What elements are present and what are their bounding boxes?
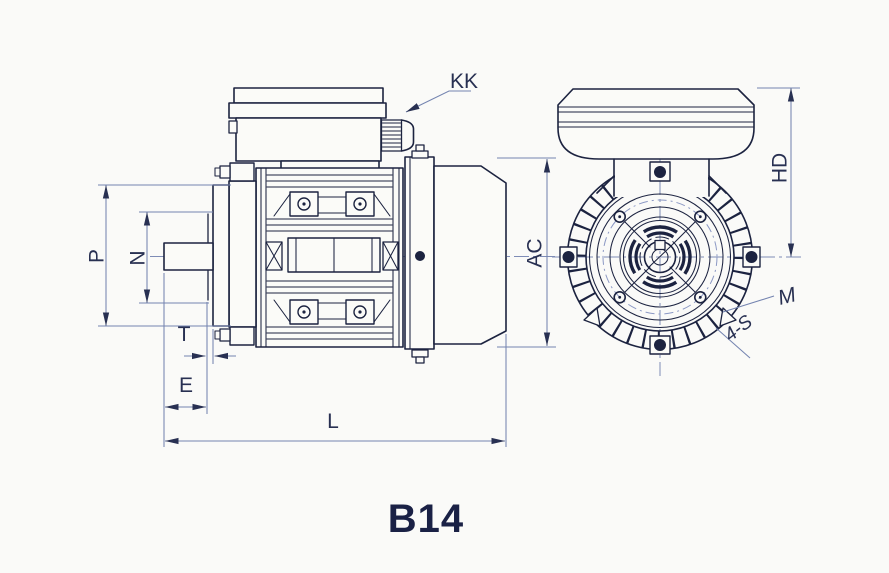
bolt-circle <box>602 199 718 315</box>
label-AC: AC <box>523 238 546 267</box>
s4-leader <box>715 327 751 359</box>
front-view <box>552 88 803 376</box>
b14-flange <box>207 162 257 346</box>
label-T: T <box>178 323 191 346</box>
dimension-T <box>184 302 236 414</box>
drain-gusset-right <box>719 307 737 327</box>
dimension-N <box>139 211 213 304</box>
dimensions <box>98 87 800 447</box>
flange-face <box>583 193 737 327</box>
box-neck <box>596 158 727 197</box>
label-N: N <box>126 250 149 265</box>
label-HD: HD <box>768 153 791 183</box>
side-view <box>150 87 558 364</box>
stator-core <box>287 237 381 273</box>
kk-leader <box>405 90 471 113</box>
dimension-L <box>165 334 507 447</box>
shaft <box>163 242 214 271</box>
keyway <box>654 239 666 251</box>
fan-cover-side <box>404 144 507 364</box>
dimension-E <box>163 273 206 447</box>
dimension-AC <box>497 157 556 348</box>
label-L: L <box>327 410 339 433</box>
dimension-HD <box>757 87 800 257</box>
cover-bolt <box>415 251 425 261</box>
clamp-bolts <box>559 161 761 355</box>
label-P: P <box>85 249 108 263</box>
mounting-designation-title: B14 <box>388 497 464 541</box>
motor-body <box>231 167 404 348</box>
drain-gusset-left <box>583 307 601 327</box>
mounting-bosses <box>273 191 391 325</box>
cable-gland <box>380 119 415 152</box>
label-KK: KK <box>450 70 478 93</box>
label-E: E <box>179 374 193 397</box>
label-M: M <box>776 283 799 310</box>
grille-spokes <box>624 221 696 293</box>
m-leader <box>722 295 775 313</box>
terminal-box-side <box>228 87 387 170</box>
mounting-holes <box>613 210 707 304</box>
terminal-box-front <box>557 88 755 197</box>
